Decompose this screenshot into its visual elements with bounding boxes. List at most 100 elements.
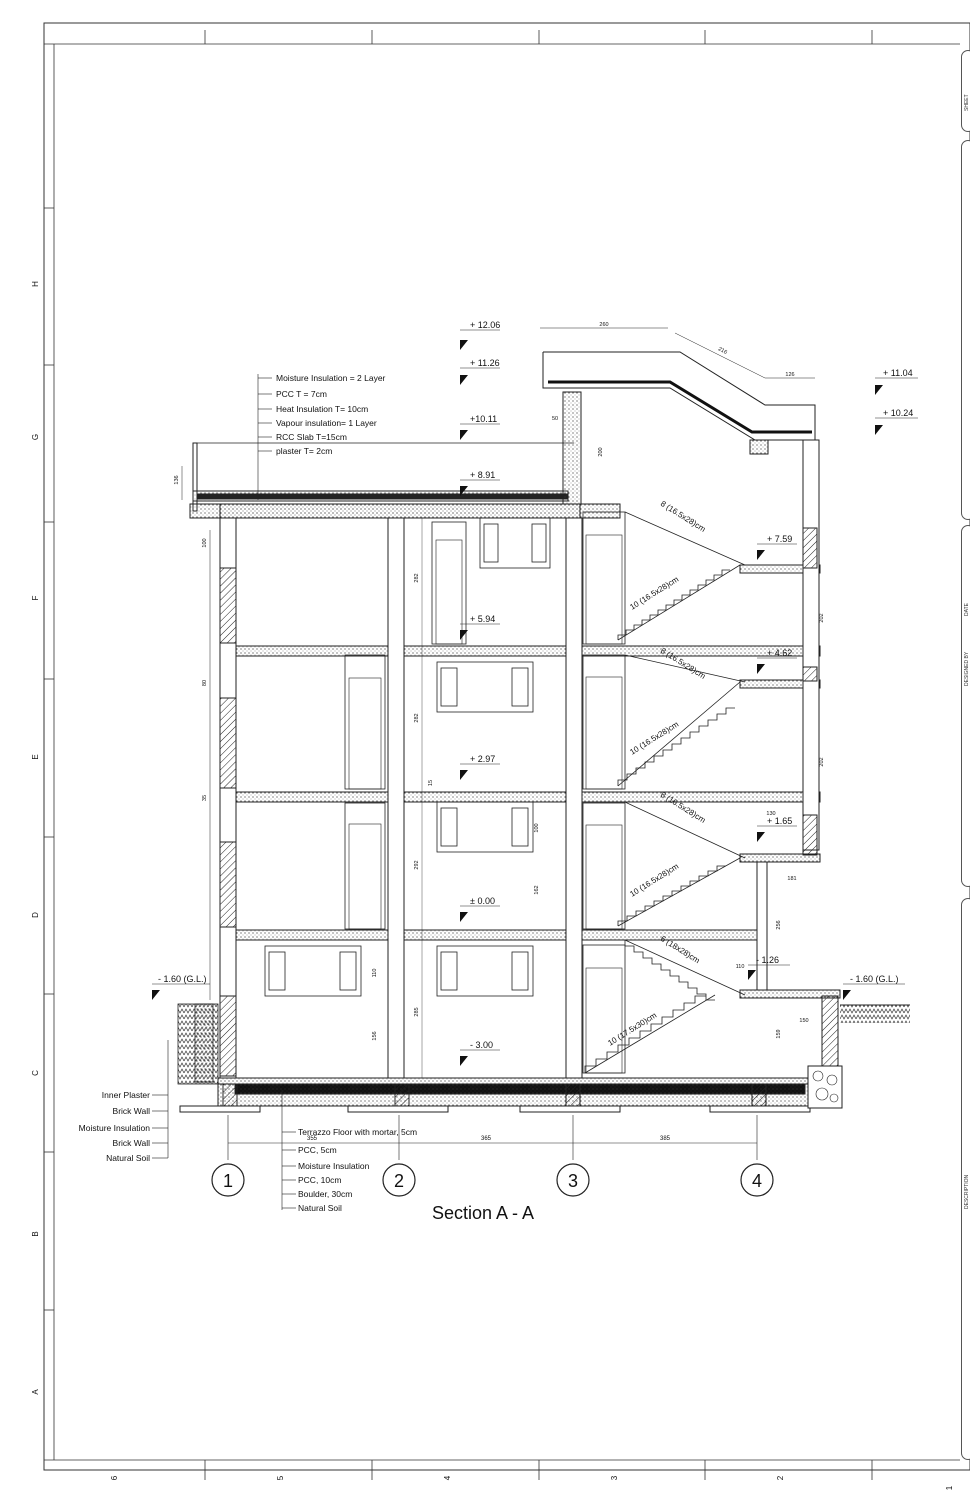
level-891: + 8.91 <box>460 470 500 496</box>
svg-text:+ 11.26: + 11.26 <box>470 358 500 368</box>
grid-label-4: 4 <box>752 1171 762 1191</box>
border-row-c: C <box>31 1070 40 1076</box>
svg-text:+ 10.24: + 10.24 <box>883 408 913 418</box>
svg-text:+ 2.97: + 2.97 <box>470 754 495 764</box>
sheet-frame <box>43 22 970 1471</box>
svg-text:- 1.60 (G.L.): - 1.60 (G.L.) <box>850 974 899 984</box>
dim-grid-1: 355 <box>307 1136 318 1142</box>
stair-label-6: 10 (16.5x28)cm <box>628 861 680 898</box>
svg-text:285: 285 <box>414 1007 420 1016</box>
svg-text:256: 256 <box>776 920 782 929</box>
section-title: Section A - A <box>432 1203 534 1223</box>
level-m126: - 1.26 <box>748 955 790 980</box>
border-row-d: D <box>31 912 40 918</box>
svg-text:+ 8.91: + 8.91 <box>470 470 495 480</box>
floor-layer-2: PCC, 5cm <box>298 1145 337 1155</box>
roof-layer-1: Moisture Insulation = 2 Layer <box>276 373 386 383</box>
level-1011: +10.11 <box>460 414 500 440</box>
svg-text:50: 50 <box>552 416 558 422</box>
stair-label-4: 10 (16.5x28)cm <box>628 719 680 756</box>
grid-label-2: 2 <box>394 1171 404 1191</box>
svg-text:15: 15 <box>428 780 434 786</box>
roof-layer-3: Heat Insulation T= 10cm <box>276 404 368 414</box>
title-block-date: DATE DESIGNED BY <box>961 525 970 887</box>
svg-text:150: 150 <box>799 1018 808 1024</box>
border-col-3: 3 <box>610 1475 619 1480</box>
border-col-2: 2 <box>776 1475 785 1480</box>
dim-roof-1: 260 <box>599 322 608 328</box>
level-1024: + 10.24 <box>875 408 918 435</box>
border-row-h: H <box>31 281 40 287</box>
level-m160-left: - 1.60 (G.L.) <box>152 974 210 1000</box>
svg-text:100: 100 <box>534 823 540 832</box>
grid-dimensions: 355 365 385 <box>307 1136 671 1142</box>
border-row-labels: H G F E D C B A <box>31 281 40 1395</box>
roof-dimensions: 260 216 126 <box>540 322 815 379</box>
dim-grid-2: 365 <box>481 1136 492 1142</box>
roof-layer-callout: Moisture Insulation = 2 Layer PCC T = 7c… <box>257 373 386 500</box>
svg-text:202: 202 <box>819 613 825 622</box>
level-462: + 4.62 <box>757 648 797 674</box>
roof-layer-4: Vapour insulation= 1 Layer <box>276 418 377 428</box>
svg-text:156: 156 <box>372 1031 378 1040</box>
border-col-6: 6 <box>110 1475 119 1480</box>
svg-text:35: 35 <box>202 795 208 801</box>
svg-text:292: 292 <box>414 860 420 869</box>
svg-text:+ 4.62: + 4.62 <box>767 648 792 658</box>
svg-text:110: 110 <box>736 964 745 970</box>
level-m300: - 3.00 <box>460 1040 500 1066</box>
wall-layer-callout: Inner Plaster Brick Wall Moisture Insula… <box>79 1040 169 1163</box>
svg-text:+ 12.06: + 12.06 <box>470 320 500 330</box>
title-block-sheet-label: SHEET <box>964 94 970 111</box>
svg-text:+ 11.04: + 11.04 <box>883 368 913 378</box>
floor-layer-4: PCC, 10cm <box>298 1175 341 1185</box>
svg-text:202: 202 <box>819 757 825 766</box>
title-block-sheet: SHEET <box>961 50 970 132</box>
svg-text:136: 136 <box>174 475 180 484</box>
level-594: + 5.94 <box>460 614 500 640</box>
wall-layer-5: Natural Soil <box>106 1153 150 1163</box>
level-297: + 2.97 <box>460 754 500 780</box>
level-1206: + 12.06 <box>460 320 500 350</box>
svg-text:+ 1.65: + 1.65 <box>767 816 792 826</box>
svg-text:± 0.00: ± 0.00 <box>470 896 495 906</box>
grid-lines <box>227 1115 758 1160</box>
roof-layer-5: RCC Slab T=15cm <box>276 432 347 442</box>
svg-text:+10.11: +10.11 <box>470 414 497 424</box>
stair-label-1: 8 (16.5x28)cm <box>659 499 707 534</box>
svg-text:159: 159 <box>776 1029 782 1038</box>
roof-layer-2: PCC T = 7cm <box>276 389 327 399</box>
title-block-main <box>961 140 970 520</box>
grid-label-3: 3 <box>568 1171 578 1191</box>
title-block-designed-label: DESIGNED BY <box>964 651 970 686</box>
level-m160-right: - 1.60 (G.L.) <box>843 974 905 1000</box>
floor-layer-callout: Terrazzo Floor with mortar, 5cm PCC, 5cm… <box>281 1090 417 1213</box>
svg-text:- 1.26: - 1.26 <box>756 955 779 965</box>
svg-text:100: 100 <box>202 538 208 547</box>
border-row-e: E <box>31 754 40 759</box>
border-row-b: B <box>31 1231 40 1236</box>
vertical-dimensions: 136 100 282 282 292 285 110 156 200 100 … <box>174 416 825 1078</box>
title-block-description-label: DESCRIPTION <box>964 1174 970 1209</box>
dim-grid-3: 385 <box>660 1136 671 1142</box>
border-col-5: 5 <box>276 1475 285 1480</box>
floor-layer-5: Boulder, 30cm <box>298 1189 352 1199</box>
wall-layer-1: Inner Plaster <box>102 1090 150 1100</box>
svg-text:- 1.60 (G.L.): - 1.60 (G.L.) <box>158 974 207 984</box>
level-markers: + 12.06 + 11.26 +10.11 + 8.91 + 11.04 + … <box>152 320 918 1066</box>
svg-text:110: 110 <box>372 969 378 978</box>
grid-bubbles: 1 2 3 4 <box>211 1163 774 1197</box>
floor-layer-3: Moisture Insulation <box>298 1161 370 1171</box>
svg-text:+ 5.94: + 5.94 <box>470 614 495 624</box>
floor-layer-1: Terrazzo Floor with mortar, 5cm <box>298 1127 417 1137</box>
grid-label-1: 1 <box>223 1171 233 1191</box>
dim-roof-2: 216 <box>717 346 728 356</box>
svg-text:- 3.00: - 3.00 <box>470 1040 493 1050</box>
roof-layer-6: plaster T= 2cm <box>276 446 332 456</box>
building-section <box>177 351 910 1113</box>
svg-text:130: 130 <box>766 811 775 817</box>
svg-text:80: 80 <box>202 680 208 686</box>
stair-labels: 8 (16.5x28)cm 10 (16.5x28)cm 8 (16.5x28)… <box>606 499 707 1048</box>
svg-text:200: 200 <box>598 447 604 456</box>
